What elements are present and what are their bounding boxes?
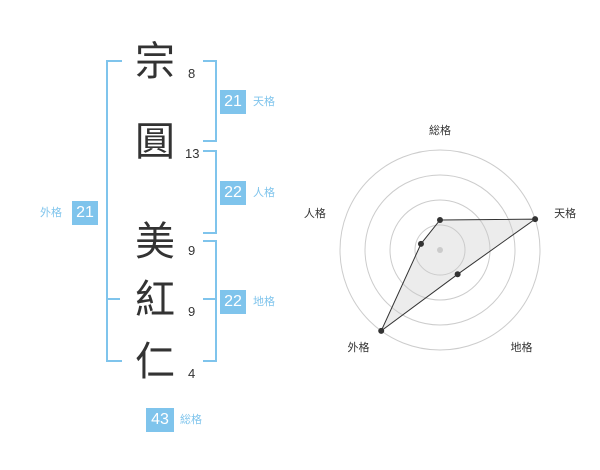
radar-series-polygon <box>380 218 537 332</box>
chikaku-value-badge: 22 <box>220 290 246 314</box>
radar-axis-label-4: 外格 <box>348 340 370 354</box>
radar-point-2 <box>532 216 539 223</box>
stroke-count-1: 8 <box>188 66 196 81</box>
radar-grid-ring-3 <box>364 174 516 326</box>
gaikaku-value-badge: 21 <box>72 201 98 225</box>
chikaku-label: 地格 <box>253 295 275 308</box>
radar-grid-ring-2 <box>389 199 491 301</box>
radar-point-5 <box>417 240 424 247</box>
radar-center-dot <box>437 247 443 253</box>
jinkaku-label: 人格 <box>253 186 275 199</box>
radar-axis-label-3: 地格 <box>511 340 533 354</box>
name-char-2: 圓 <box>135 119 175 165</box>
chikaku-bracket-mid-tick <box>203 298 217 300</box>
radar-point-1 <box>437 217 443 223</box>
stroke-count-2: 13 <box>185 146 200 161</box>
soukaku-value-badge: 43 <box>146 408 174 432</box>
radar-point-3 <box>454 271 461 278</box>
chikaku-bracket <box>203 240 217 362</box>
stroke-count-3: 9 <box>188 243 196 258</box>
radar-axis-label-1: 総格 <box>429 123 451 137</box>
radar-grid-ring-1 <box>414 224 466 276</box>
name-char-4: 紅 <box>135 277 175 323</box>
tenkaku-value-badge: 21 <box>220 90 246 114</box>
name-char-1: 宗 <box>135 39 175 85</box>
stroke-count-5: 4 <box>188 366 196 381</box>
gaikaku-bracket-mid-tick <box>106 298 120 300</box>
jinkaku-value-badge: 22 <box>220 181 246 205</box>
radar-axis-label-2: 天格 <box>554 206 576 220</box>
stroke-count-4: 9 <box>188 304 196 319</box>
jinkaku-bracket <box>203 150 217 234</box>
radar-grid-ring-4 <box>339 149 541 351</box>
name-char-5: 仁 <box>135 339 175 385</box>
radar-axis-label-5: 人格 <box>304 206 326 220</box>
soukaku-label: 総格 <box>180 413 202 426</box>
tenkaku-bracket <box>203 60 217 142</box>
radar-point-4 <box>378 327 385 334</box>
gaikaku-label: 外格 <box>40 206 62 219</box>
gaikaku-bracket <box>106 60 122 362</box>
name-char-3: 美 <box>135 219 175 265</box>
tenkaku-label: 天格 <box>253 95 275 108</box>
